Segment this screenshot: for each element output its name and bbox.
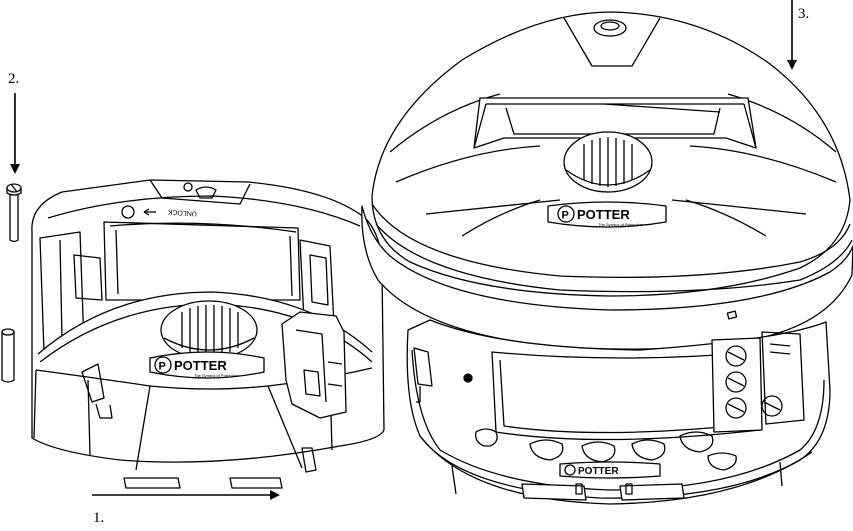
unlock-label: UNLOCK <box>167 208 197 217</box>
step-3-label: 3. <box>798 6 810 22</box>
step-1-label: 1. <box>93 510 105 526</box>
step-2-label: 2. <box>8 71 20 87</box>
left-logo-plate: P POTTER The Symbol of Protection <box>149 351 265 379</box>
right-base-logo: POTTER <box>559 461 661 479</box>
right-cover: P POTTER The Symbol of Protection <box>361 11 853 350</box>
mounting-pin <box>1 328 15 383</box>
left-vent <box>160 300 258 360</box>
right-base-brand-text: POTTER <box>578 466 619 477</box>
left-logo-circle <box>154 356 172 374</box>
left-logo-letter: P <box>159 361 166 373</box>
right-cover-logo: P POTTER The Symbol of Protection <box>547 201 667 228</box>
right-base-logo-circle <box>564 464 576 476</box>
right-logo-circle <box>557 205 575 223</box>
left-brand-text: POTTER <box>174 358 227 373</box>
right-cover-tagline: The Symbol of Protection <box>598 222 643 227</box>
left-tagline: The Symbol of Protection <box>194 373 239 378</box>
right-logo-letter: P <box>562 210 569 222</box>
right-vent <box>563 131 653 193</box>
left-device: UNLOCK <box>31 179 385 489</box>
right-base: POTTER <box>406 319 831 505</box>
right-cover-flange <box>361 205 853 350</box>
right-cover-brand-text: POTTER <box>577 207 630 222</box>
screw <box>6 183 22 243</box>
terminal-block <box>711 331 805 433</box>
